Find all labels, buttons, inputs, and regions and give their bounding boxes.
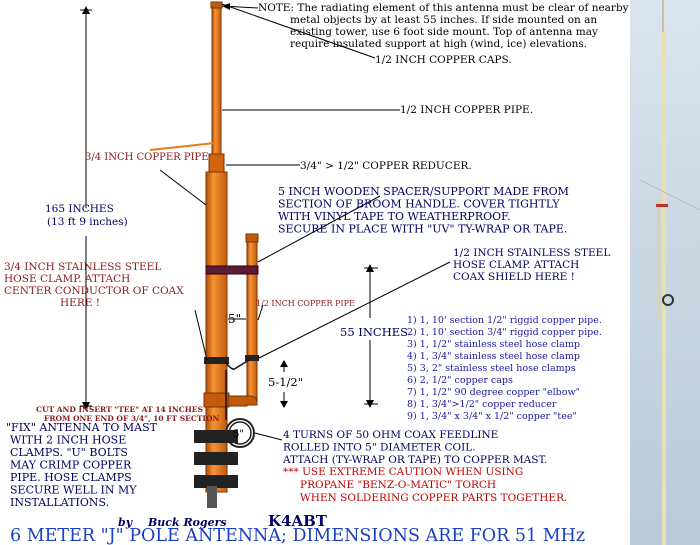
- three-quarter-pipe-label: 3/4 INCH COPPER PIPE: [85, 152, 209, 163]
- parts-list-line-7: 7) 1, 1/2" 90 degree copper "elbow": [407, 387, 580, 398]
- stub-copper-cap: [245, 233, 259, 243]
- top-note-line-4: require insulated support at high (wind,…: [290, 38, 587, 50]
- length-55-label: 55 INCHES: [340, 325, 408, 339]
- top-note-line-2: metal objects by at least 55 inches. If …: [290, 14, 597, 26]
- coax-note-line-3: ATTACH (TY-WRAP OR TAPE) TO COPPER MAST.: [282, 454, 547, 466]
- top-note-line-1: NOTE: The radiating element of this ante…: [258, 2, 629, 14]
- signature-call: K4ABT: [268, 512, 328, 530]
- orange-leaders: [149, 142, 216, 151]
- caution-note-line-1: *** USE EXTREME CAUTION WHEN USING: [283, 466, 523, 478]
- tee-note-line-2: FROM ONE END OF 3/4", 10 FT SECTION: [44, 414, 219, 423]
- fix-note-line-7: INSTALLATIONS.: [10, 496, 109, 509]
- antenna-photo: [630, 0, 700, 545]
- height-label-line-2: (13 ft 9 inches): [47, 216, 128, 228]
- tap-label: 5-1/2": [268, 375, 303, 389]
- parts-list-line-8: 8) 1, 3/4">1/2" copper reducer: [407, 399, 557, 410]
- fix-note-line-5: PIPE. HOSE CLAMPS: [10, 471, 132, 484]
- coax-note-line-1: 4 TURNS OF 50 OHM COAX FEEDLINE: [283, 429, 498, 441]
- left-clamp-note-line-3: CENTER CONDUCTOR OF COAX: [4, 285, 184, 297]
- half-inch-radiator-pipe: [211, 3, 222, 157]
- fix-note-line-1: "FIX" ANTENNA TO MAST: [6, 421, 158, 434]
- parts-list-line-1: 1) 1, 10' section 1/2" riggid copper pip…: [407, 315, 602, 326]
- tap-label-bg: [267, 375, 304, 389]
- mast-clamp-2: [194, 452, 238, 465]
- parts-list-line-2: 2) 1, 10' section 3/4" riggid copper pip…: [407, 327, 602, 338]
- parts-list-line-9: 9) 1, 3/4" x 3/4" x 1/2" copper "tee": [407, 411, 577, 422]
- shield-clamp: [245, 355, 259, 361]
- elbow: [227, 395, 258, 407]
- coax-lead: [224, 359, 250, 370]
- fix-note-line-3: CLAMPS. "U" BOLTS: [10, 446, 128, 459]
- antenna-radiator: [203, 1, 230, 493]
- spacer-note-line-2: SECTION OF BROOM HANDLE. COVER TIGHTLY: [278, 198, 560, 211]
- reducer-label: 3/4" > 1/2" COPPER REDUCER.: [300, 160, 472, 172]
- footer-title: 6 METER "J" POLE ANTENNA; DIMENSIONS ARE…: [10, 526, 585, 545]
- fix-note-line-2: WITH 2 INCH HOSE: [10, 434, 126, 447]
- left-clamp-note-line-1: 3/4 INCH STAINLESS STEEL: [4, 261, 161, 273]
- coax-note-line-2: ROLLED INTO 5" DIAMETER COIL.: [283, 442, 476, 454]
- mast-clamp-1: [194, 430, 238, 443]
- half-inch-stub-pipe: [246, 239, 258, 403]
- spacer-note-line-1: 5 INCH WOODEN SPACER/SUPPORT MADE FROM: [278, 185, 569, 198]
- left-clamp-note-line-4: HERE !: [60, 297, 100, 309]
- matching-stub: [205, 233, 259, 407]
- mast-pipe: [207, 486, 217, 508]
- arrowheads: [82, 3, 374, 410]
- right-clamp-note-line-3: COAX SHIELD HERE !: [453, 271, 575, 283]
- spacer-note-line-3: WITH VINYL TAPE TO WEATHERPROOF.: [278, 210, 511, 223]
- parts-list-line-3: 3) 1, 1/2" stainless steel hose clamp: [407, 339, 580, 350]
- spacing-label: 5": [228, 312, 241, 326]
- center-conductor-clamp: [204, 357, 229, 364]
- top-copper-cap: [210, 1, 223, 9]
- spacer-note-line-4: SECURE IN PLACE WITH "UV" TY-WRAP OR TAP…: [278, 223, 567, 236]
- caution-note-line-3: WHEN SOLDERING COPPER PARTS TOGETHER.: [300, 492, 567, 504]
- coil-size-label: 5": [233, 429, 244, 440]
- fix-note-line-6: SECURE WELL IN MY: [10, 484, 137, 497]
- tee-note-line-1: CUT AND INSERT "TEE" AT 14 INCHES: [36, 405, 203, 414]
- coax-coil: [225, 418, 255, 448]
- caps-label: 1/2 INCH COPPER CAPS.: [375, 54, 512, 66]
- wooden-spacer: [205, 265, 259, 275]
- leader-lines: [159, 3, 451, 441]
- height-label-line-1: 165 INCHES: [45, 203, 114, 215]
- top-note-line-3: existing tower, use 6 foot side mount. T…: [290, 26, 598, 38]
- caution-note-line-2: PROPANE "BENZ-O-MATIC" TORCH: [300, 479, 496, 491]
- parts-list-line-4: 4) 1, 3/4" stainless steel hose clamp: [407, 351, 580, 362]
- reducer: [208, 153, 225, 175]
- parts-list-line-6: 6) 2, 1/2" copper caps: [407, 375, 513, 386]
- fix-note-line-4: MAY CRIMP COPPER: [10, 459, 132, 472]
- right-clamp-note-line-2: HOSE CLAMP. ATTACH: [453, 259, 579, 271]
- right-clamp-note-line-1: 1/2 INCH STAINLESS STEEL: [453, 247, 610, 259]
- parts-list-line-5: 5) 3, 2" stainless steel hose clamps: [407, 363, 576, 374]
- signature-by: by: [118, 516, 134, 529]
- left-clamp-note-line-2: HOSE CLAMP. ATTACH: [4, 273, 130, 285]
- three-quarter-inch-mast-pipe: [205, 171, 228, 493]
- signature-name: Buck Rogers: [147, 516, 227, 529]
- half-inch-pipe-label: 1/2 INCH COPPER PIPE.: [400, 104, 533, 116]
- half-inch-pipe-small-label: 1/2 INCH COPPER PIPE: [256, 299, 355, 308]
- mast-clamp-3: [194, 475, 238, 488]
